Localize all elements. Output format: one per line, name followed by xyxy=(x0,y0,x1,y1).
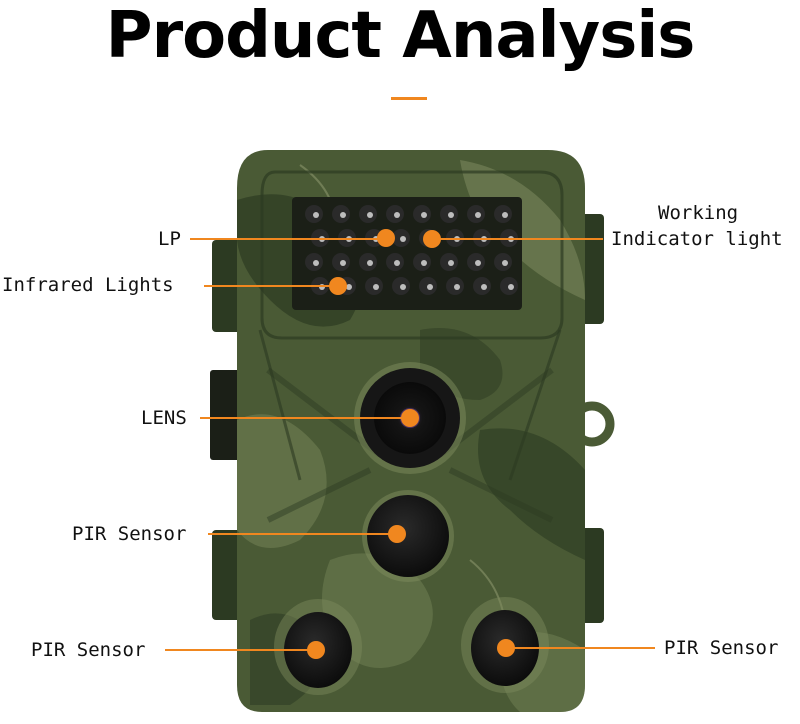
callout-label-pir-sensor-left: PIR Sensor xyxy=(31,639,146,661)
infrared-led-highlight xyxy=(313,212,319,218)
infrared-led-highlight xyxy=(346,284,352,290)
infrared-led-highlight xyxy=(475,212,481,218)
infrared-led-highlight xyxy=(454,284,460,290)
callout-dot-lp xyxy=(377,229,395,247)
infrared-led-highlight xyxy=(448,260,454,266)
infrared-led-highlight xyxy=(340,260,346,266)
infrared-led-highlight xyxy=(502,260,508,266)
callout-label-infrared-lights: Infrared Lights xyxy=(2,274,174,296)
callout-label-working-line2: Indicator light xyxy=(611,228,783,250)
infrared-led-highlight xyxy=(340,212,346,218)
infrared-led-highlight xyxy=(481,284,487,290)
callout-dot-infrared xyxy=(329,277,347,295)
callout-dot-working-indicator xyxy=(423,230,441,248)
title-accent-bar xyxy=(391,97,427,100)
pir-sensor-center xyxy=(362,490,454,582)
infrared-led-highlight xyxy=(394,212,400,218)
callout-dot-pir-left xyxy=(307,641,325,659)
infrared-led-highlight xyxy=(502,212,508,218)
infrared-led-highlight xyxy=(475,260,481,266)
infrared-led-highlight xyxy=(421,260,427,266)
infrared-led-highlight xyxy=(508,284,514,290)
infrared-led-highlight xyxy=(367,212,373,218)
callout-label-pir-sensor-right: PIR Sensor xyxy=(664,637,779,659)
infrared-led-highlight xyxy=(400,236,406,242)
infrared-led-highlight xyxy=(313,260,319,266)
infrared-led-highlight xyxy=(394,260,400,266)
infrared-led-highlight xyxy=(367,260,373,266)
callout-dots xyxy=(307,229,515,659)
infrared-led-highlight xyxy=(373,284,379,290)
callout-label-lens: LENS xyxy=(141,407,187,429)
callout-label-pir-sensor-center: PIR Sensor xyxy=(72,523,187,545)
callout-dot-pir-center xyxy=(388,525,406,543)
infrared-led-highlight xyxy=(421,212,427,218)
infrared-led-highlight xyxy=(448,212,454,218)
callout-dot-lens xyxy=(401,409,419,427)
callout-label-lp: LP xyxy=(158,228,181,250)
callout-lines xyxy=(165,238,655,651)
callout-label-working-line1: Working xyxy=(658,202,739,224)
infrared-led-highlight xyxy=(400,284,406,290)
infrared-led-highlight xyxy=(427,284,433,290)
infrared-panel xyxy=(292,197,522,310)
page-title: Product Analysis xyxy=(105,0,696,73)
callout-dot-pir-right xyxy=(497,639,515,657)
